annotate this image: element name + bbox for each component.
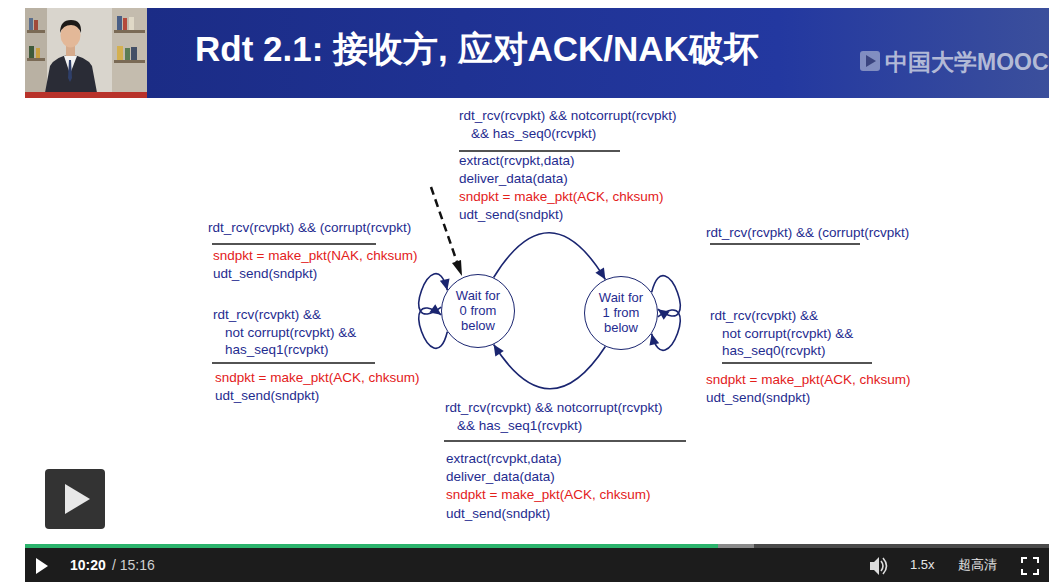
arrow-head — [429, 304, 441, 315]
title-band — [147, 8, 1049, 98]
action-text: deliver_data(data) — [459, 170, 568, 188]
rule-line — [459, 150, 620, 152]
action-text: deliver_data(data) — [446, 468, 555, 486]
action-text: extract(rcvpkt,data) — [446, 450, 562, 468]
transition-rules — [212, 151, 872, 441]
initial-arrow — [431, 187, 462, 276]
transition-condition: rdt_rcv(rcvpkt) && not corrupt(rcvpkt) &… — [710, 307, 862, 360]
rule-line — [710, 243, 860, 245]
state-text-group: Wait for 0 from below — [451, 288, 505, 334]
time-current: 10:20 — [70, 556, 106, 574]
progress-track — [25, 544, 1049, 548]
action-text: sndpkt = make_pkt(ACK, chksum) — [706, 371, 910, 389]
transition-condition: rdt_rcv(rcvpkt) && notcorrupt(rcvpkt) &&… — [459, 107, 687, 142]
action-text: sndpkt = make_pkt(ACK, chksum) — [459, 188, 663, 206]
watermark-logo — [860, 51, 880, 71]
action-text: udt_send(sndpkt) — [446, 505, 550, 523]
transition-line — [494, 345, 606, 389]
action-text: sndpkt = make_pkt(ACK, chksum) — [446, 486, 650, 504]
arrow-head — [649, 334, 659, 346]
volume-icon — [870, 557, 887, 575]
transition-line — [494, 233, 606, 280]
arrow-head — [595, 267, 605, 279]
action-text: extract(rcvpkt,data) — [459, 152, 575, 170]
action-text: udt_send(sndpkt) — [706, 389, 810, 407]
slide-ground — [25, 8, 1049, 544]
time-total: / 15:16 — [112, 556, 155, 574]
quality-button: 超高清 — [958, 557, 997, 573]
rule-line — [212, 362, 375, 364]
rule-line — [444, 440, 686, 442]
state-circle: Wait for 0 from below — [441, 274, 515, 348]
action-text: sndpkt = make_pkt(NAK, chksum) — [213, 247, 417, 265]
slide-title: Rdt 2.1: 接收方, 应对ACK/NAK破坏 — [195, 28, 759, 70]
play-overlay — [45, 469, 105, 529]
transition-condition: rdt_rcv(rcvpkt) && (corrupt(rcvpkt) — [706, 224, 909, 242]
arrow-head — [494, 345, 504, 357]
transition-condition: rdt_rcv(rcvpkt) && not corrupt(rcvpkt) &… — [213, 306, 365, 359]
action-text: udt_send(sndpkt) — [459, 206, 563, 224]
presenter-picture — [25, 8, 147, 98]
watermark: 中国大学MOOC — [885, 48, 1049, 77]
speed-button: 1.5x — [910, 557, 935, 573]
buffer-bar — [718, 544, 754, 548]
action-text: udt_send(sndpkt) — [215, 387, 319, 405]
control-bar — [25, 548, 1049, 582]
state-name: Wait for 1 from below — [594, 290, 648, 335]
rule-line — [722, 362, 872, 364]
action-text: sndpkt = make_pkt(ACK, chksum) — [215, 369, 419, 387]
rule-line — [212, 243, 376, 245]
transition-condition: rdt_rcv(rcvpkt) && notcorrupt(rcvpkt) &&… — [445, 399, 673, 434]
fullscreen-icon — [1022, 558, 1038, 574]
transition-condition: rdt_rcv(rcvpkt) && (corrupt(rcvpkt) — [208, 219, 411, 237]
action-text: udt_send(sndpkt) — [213, 265, 317, 283]
state-name: Wait for 0 from below — [451, 288, 505, 333]
state-text-group: Wait for 1 from below — [594, 290, 648, 336]
play-icon — [36, 558, 48, 574]
transition-arrow — [494, 345, 606, 389]
state-circle: Wait for 1 from below — [584, 276, 658, 350]
progress-bar — [25, 544, 718, 548]
transition-arrow — [494, 233, 606, 280]
